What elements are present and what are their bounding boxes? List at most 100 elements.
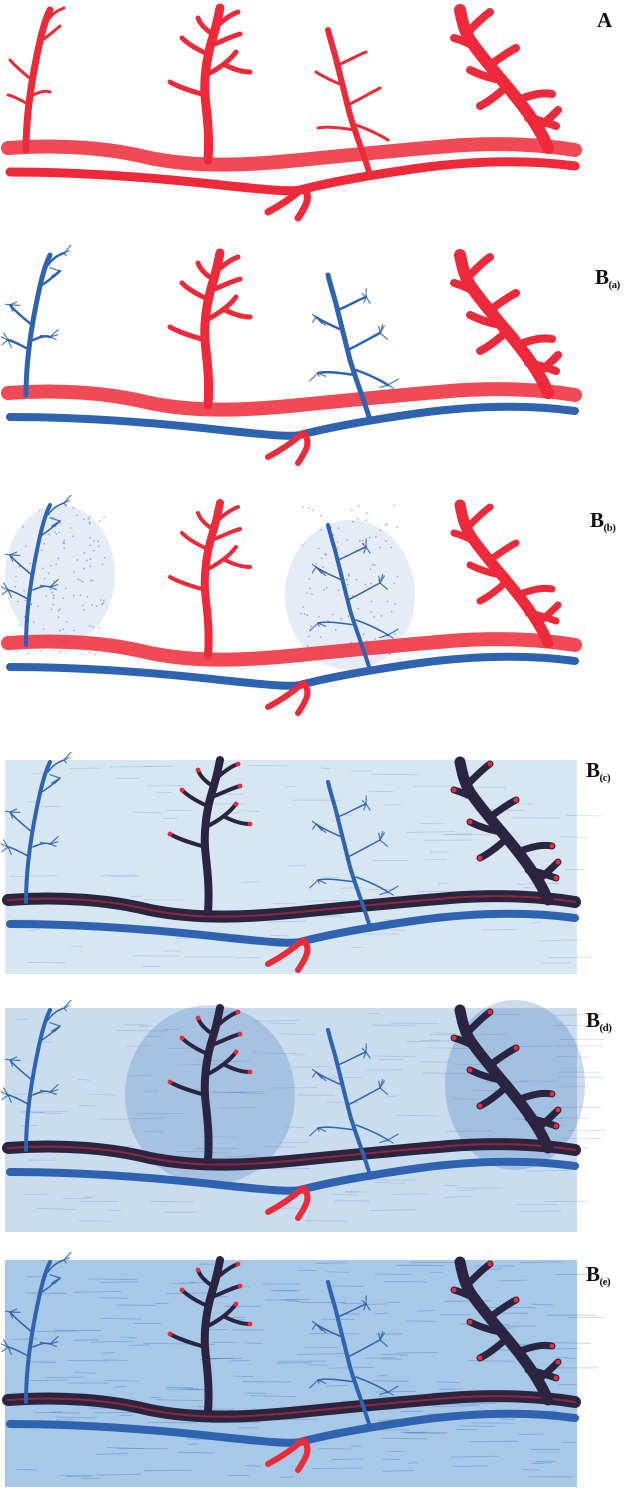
dark-center-tip <box>234 1050 239 1055</box>
dark-right-tip <box>556 860 561 865</box>
stain-dot <box>62 628 64 630</box>
stain-dot <box>90 565 92 567</box>
stain-dot <box>96 605 98 607</box>
dark-center-tip <box>180 788 185 793</box>
stain-dot <box>70 527 72 529</box>
stain-dot <box>393 504 395 506</box>
stain-dot <box>346 539 348 541</box>
stain-dot <box>92 580 94 582</box>
vein-mid-twig <box>388 379 398 385</box>
stain-dot <box>76 514 78 516</box>
stain-dot <box>51 592 53 594</box>
artery-right-branch <box>518 338 552 345</box>
stain-dot <box>63 548 65 550</box>
stain-streak <box>26 1293 66 1294</box>
stain-dot <box>15 576 17 578</box>
artery-center-branch <box>225 310 250 317</box>
stain-dot <box>370 568 372 570</box>
dark-right-tip <box>468 1320 473 1325</box>
stain-dot <box>348 575 350 577</box>
stain-dot <box>301 544 303 546</box>
stain-streak <box>566 815 601 816</box>
dark-right-tip <box>478 856 483 861</box>
dark-right-tip <box>554 876 559 881</box>
stain-dot <box>308 507 310 509</box>
dark-right-tip <box>452 1036 457 1041</box>
stain-dot <box>89 651 91 653</box>
dark-right-tip <box>550 1344 555 1349</box>
vein-left-twig <box>50 337 56 339</box>
stain-dot <box>39 650 41 652</box>
vein-mid-branch <box>318 372 355 375</box>
stain-dot <box>84 552 86 554</box>
stain-dot <box>50 565 52 567</box>
stain-dot <box>73 571 75 573</box>
stain-dot <box>54 531 56 533</box>
stain-dot <box>92 626 94 628</box>
stain-dot <box>58 616 60 618</box>
stain-dot <box>92 550 94 552</box>
stain-patch <box>5 505 115 645</box>
stain-dot <box>43 628 45 630</box>
vein-mid-twig <box>380 333 387 339</box>
artery-mid-branch <box>348 88 380 105</box>
stain-dot <box>374 564 376 566</box>
vein-left-twig <box>6 811 10 812</box>
dark-right-tip <box>468 820 473 825</box>
stain-dot <box>89 625 91 627</box>
stain-dot <box>375 536 377 538</box>
dark-right-tip <box>514 798 519 803</box>
stain-dot <box>310 626 312 628</box>
dark-center-tip <box>180 1288 185 1293</box>
dark-right-tip <box>556 1108 561 1113</box>
stain-streak <box>276 1363 312 1364</box>
stain-dot <box>337 541 339 543</box>
stain-dot <box>37 605 39 607</box>
stain-dot <box>88 518 90 520</box>
artery-right-branch <box>470 507 490 525</box>
stain-dot <box>72 507 74 509</box>
panel-bd: B(d) <box>0 1000 632 1240</box>
artery-right-branch <box>480 583 505 601</box>
stain-dot <box>369 537 371 539</box>
stain-dot <box>63 540 65 542</box>
artery-left-trunk <box>26 10 50 150</box>
stain-dot <box>363 633 365 635</box>
panel-label-bc: B(c) <box>586 758 610 784</box>
dark-right-tip <box>488 1262 493 1267</box>
stain-dot <box>308 636 310 638</box>
stain-streak <box>323 877 339 878</box>
vein-mid-twig <box>380 385 388 388</box>
stain-dot <box>50 588 52 590</box>
stain-dot <box>53 595 55 597</box>
dark-right-tip <box>488 1010 493 1015</box>
stain-dot <box>83 568 85 570</box>
stain-dot <box>104 557 106 559</box>
dark-center-tip <box>196 1016 201 1021</box>
vein-mid-twig <box>313 317 316 322</box>
vessel-diagram-bd <box>0 1000 632 1240</box>
stain-dot <box>89 544 91 546</box>
vein-mid-branch <box>348 333 380 350</box>
stain-dot <box>99 520 101 522</box>
stain-dot <box>30 604 32 606</box>
stain-dot <box>324 553 326 555</box>
stain-dot <box>338 527 340 529</box>
stain-dot <box>302 506 304 508</box>
stain-dot <box>359 540 361 542</box>
stain-dot <box>306 592 308 594</box>
artery-right-branch <box>470 12 490 30</box>
stain-dot <box>27 652 29 654</box>
stain-dot <box>48 572 50 574</box>
stain-dot <box>370 611 372 613</box>
artery-mid-branch <box>318 127 355 130</box>
stain-dot <box>332 614 334 616</box>
stain-dot <box>93 540 95 542</box>
stain-dot <box>53 597 55 599</box>
dark-center-tip <box>234 1302 239 1307</box>
stain-dot <box>335 629 337 631</box>
stain-dot <box>41 549 43 551</box>
stain-dot <box>102 563 104 565</box>
stain-dot <box>42 567 44 569</box>
stain-dot <box>385 540 387 542</box>
